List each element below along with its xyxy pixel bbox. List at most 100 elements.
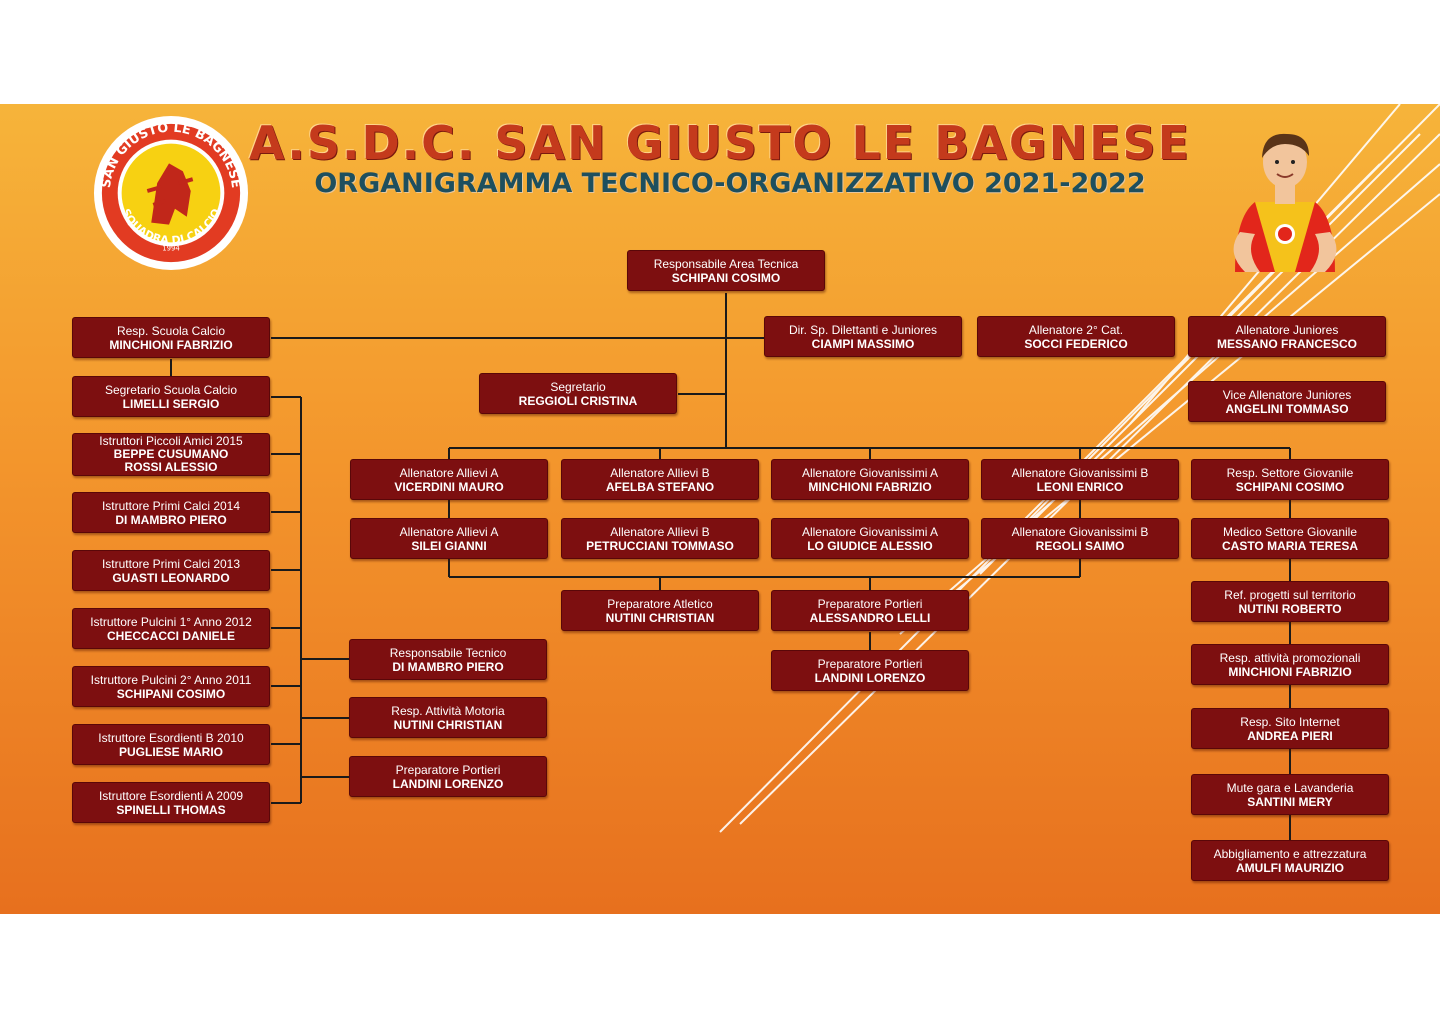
node-responsabile-tecnico: Responsabile Tecnico DI MAMBRO PIERO <box>349 639 547 680</box>
node-allenatore-juniores: Allenatore Juniores MESSANO FRANCESCO <box>1188 316 1386 357</box>
node-medico-settore-giovanile: Medico Settore Giovanile CASTO MARIA TER… <box>1191 518 1389 559</box>
node-pulcini-1-anno: Istruttore Pulcini 1° Anno 2012 CHECCACC… <box>72 608 270 649</box>
node-name: AFELBA STEFANO <box>605 479 715 494</box>
node-name: SCHIPANI COSIMO <box>671 270 781 285</box>
node-name: AMULFI MAURIZIO <box>1236 860 1344 875</box>
node-name: CASTO MARIA TERESA <box>1221 538 1358 553</box>
mascot-illustration <box>1233 133 1337 272</box>
node-name: REGOLI SAIMO <box>1035 538 1125 553</box>
node-ref-progetti: Ref. progetti sul territorio NUTINI ROBE… <box>1191 581 1389 622</box>
node-name: DI MAMBRO PIERO <box>392 659 504 674</box>
node-name: SANTINI MERY <box>1247 794 1333 809</box>
node-name: ANDREA PIERI <box>1247 728 1333 743</box>
club-logo: SAN GIUSTO LE BAGNESE SQUADRA DI CALCIO … <box>93 115 249 271</box>
node-resp-promozionali: Resp. attività promozionali MINCHIONI FA… <box>1191 644 1389 685</box>
node-allievi-b-2: Allenatore Allievi B PETRUCCIANI TOMMASO <box>561 518 759 559</box>
node-role: Allenatore Giovanissimi B <box>1011 465 1149 480</box>
node-role: Preparatore Portieri <box>395 762 501 777</box>
node-name: CIAMPI MASSIMO <box>811 336 915 351</box>
node-segretario: Segretario REGGIOLI CRISTINA <box>479 373 677 414</box>
node-name: DI MAMBRO PIERO <box>115 512 227 527</box>
node-role: Dir. Sp. Dilettanti e Juniores <box>788 322 938 337</box>
node-name: PUGLIESE MARIO <box>118 744 223 759</box>
node-role: Allenatore Giovanissimi B <box>1011 524 1149 539</box>
node-name: GUASTI LEONARDO <box>112 570 230 585</box>
node-role: Abbigliamento e attrezzatura <box>1213 846 1367 861</box>
node-role: Allenatore Giovanissimi A <box>801 524 939 539</box>
node-role: Resp. Scuola Calcio <box>116 323 226 338</box>
node-role: Allenatore 2° Cat. <box>1028 322 1124 337</box>
node-role: Istruttore Primi Calci 2014 <box>101 498 241 513</box>
node-role: Istruttore Esordienti A 2009 <box>98 788 244 803</box>
node-role: Resp. Sito Internet <box>1240 714 1340 729</box>
node-role: Responsabile Tecnico <box>389 645 507 660</box>
node-preparatore-portieri-2: Preparatore Portieri LANDINI LORENZO <box>771 650 969 691</box>
node-attivita-motoria: Resp. Attività Motoria NUTINI CHRISTIAN <box>349 697 547 738</box>
node-name: LIMELLI SERGIO <box>122 396 220 411</box>
node-role: Allenatore Allievi A <box>399 465 499 480</box>
node-role: Allenatore Juniores <box>1235 322 1339 337</box>
node-name: NUTINI CHRISTIAN <box>605 610 715 625</box>
node-resp-scuola-calcio: Resp. Scuola Calcio MINCHIONI FABRIZIO <box>72 317 270 358</box>
node-resp-settore-giovanile: Resp. Settore Giovanile SCHIPANI COSIMO <box>1191 459 1389 500</box>
node-name: CHECCACCI DANIELE <box>106 628 235 643</box>
node-name: NUTINI CHRISTIAN <box>393 717 503 732</box>
logo-year: 1994 <box>162 244 180 252</box>
node-name: LANDINI LORENZO <box>392 776 504 791</box>
node-role: Segretario <box>550 379 606 394</box>
node-allievi-a-2: Allenatore Allievi A SILEI GIANNI <box>350 518 548 559</box>
node-role: Vice Allenatore Juniores <box>1222 387 1352 402</box>
node-role: Preparatore Portieri <box>817 656 923 671</box>
node-resp-area-tecnica: Responsabile Area Tecnica SCHIPANI COSIM… <box>627 250 825 291</box>
chart-subtitle: ORGANIGRAMMA TECNICO-ORGANIZZATIVO 2021-… <box>314 168 1146 199</box>
node-pulcini-2-anno: Istruttore Pulcini 2° Anno 2011 SCHIPANI… <box>72 666 270 707</box>
node-primi-calci-2014: Istruttore Primi Calci 2014 DI MAMBRO PI… <box>72 492 270 533</box>
node-name: NUTINI ROBERTO <box>1238 601 1342 616</box>
node-esordienti-a: Istruttore Esordienti A 2009 SPINELLI TH… <box>72 782 270 823</box>
node-role: Allenatore Allievi B <box>610 524 710 539</box>
node-role: Istruttore Primi Calci 2013 <box>101 556 241 571</box>
node-role: Mute gara e Lavanderia <box>1226 780 1354 795</box>
node-giovanissimi-a-1: Allenatore Giovanissimi A MINCHIONI FABR… <box>771 459 969 500</box>
node-role: Allenatore Allievi B <box>610 465 710 480</box>
node-role: Preparatore Portieri <box>817 596 923 611</box>
node-name: MINCHIONI FABRIZIO <box>1228 664 1352 679</box>
node-vice-allenatore-juniores: Vice Allenatore Juniores ANGELINI TOMMAS… <box>1188 381 1386 422</box>
node-role: Istruttore Esordienti B 2010 <box>98 730 244 745</box>
node-role: Segretario Scuola Calcio <box>104 382 238 397</box>
node-giovanissimi-b-1: Allenatore Giovanissimi B LEONI ENRICO <box>981 459 1179 500</box>
node-role: Preparatore Atletico <box>607 596 713 611</box>
club-title: A.S.D.C. SAN GIUSTO LE BAGNESE <box>248 116 1192 170</box>
node-name: LANDINI LORENZO <box>814 670 926 685</box>
node-dir-dilettanti: Dir. Sp. Dilettanti e Juniores CIAMPI MA… <box>764 316 962 357</box>
node-role: Istruttore Pulcini 1° Anno 2012 <box>90 614 252 629</box>
node-primi-calci-2013: Istruttore Primi Calci 2013 GUASTI LEONA… <box>72 550 270 591</box>
org-chart-banner: SAN GIUSTO LE BAGNESE SQUADRA DI CALCIO … <box>0 104 1440 914</box>
node-giovanissimi-a-2: Allenatore Giovanissimi A LO GIUDICE ALE… <box>771 518 969 559</box>
node-name: MINCHIONI FABRIZIO <box>109 337 233 352</box>
node-name: MINCHIONI FABRIZIO <box>808 479 932 494</box>
node-piccoli-amici: Istruttori Piccoli Amici 2015 BEPPE CUSU… <box>72 433 270 476</box>
node-esordienti-b: Istruttore Esordienti B 2010 PUGLIESE MA… <box>72 724 270 765</box>
node-name: PETRUCCIANI TOMMASO <box>586 538 734 553</box>
node-name: ANGELINI TOMMASO <box>1225 401 1349 416</box>
node-name: SILEI GIANNI <box>411 538 487 553</box>
node-name: LEONI ENRICO <box>1036 479 1124 494</box>
node-role: Istruttore Pulcini 2° Anno 2011 <box>90 672 252 687</box>
node-preparatore-atletico: Preparatore Atletico NUTINI CHRISTIAN <box>561 590 759 631</box>
node-role: Resp. Attività Motoria <box>391 703 505 718</box>
node-name: MESSANO FRANCESCO <box>1216 336 1357 351</box>
node-role: Allenatore Allievi A <box>399 524 499 539</box>
node-mute-lavanderia: Mute gara e Lavanderia SANTINI MERY <box>1191 774 1389 815</box>
node-name: LO GIUDICE ALESSIO <box>807 538 933 553</box>
node-role: Resp. Settore Giovanile <box>1226 465 1354 480</box>
node-name: SCHIPANI COSIMO <box>1235 479 1345 494</box>
node-role: Ref. progetti sul territorio <box>1224 587 1356 602</box>
node-preparatore-portieri-scuola: Preparatore Portieri LANDINI LORENZO <box>349 756 547 797</box>
node-name: SCHIPANI COSIMO <box>116 686 226 701</box>
node-name: REGGIOLI CRISTINA <box>518 393 638 408</box>
node-role: Resp. attività promozionali <box>1219 650 1361 665</box>
node-allievi-b-1: Allenatore Allievi B AFELBA STEFANO <box>561 459 759 500</box>
node-name: ALESSANDRO LELLI <box>809 610 931 625</box>
node-name: SOCCI FEDERICO <box>1024 336 1128 351</box>
